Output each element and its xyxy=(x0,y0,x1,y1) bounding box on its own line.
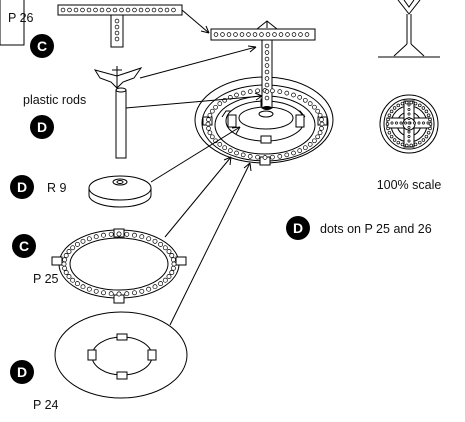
badge-p24: D xyxy=(10,360,34,384)
label-p25: P 25 xyxy=(33,272,59,286)
arrow-p25 xyxy=(164,156,232,238)
label-p24: P 24 xyxy=(33,398,59,412)
assembly-arrows xyxy=(125,9,263,326)
arrow-cap xyxy=(139,46,257,79)
badge-r9-letter: D xyxy=(17,179,27,195)
badge-r9: D xyxy=(10,175,34,199)
arrow-p26-head xyxy=(200,25,210,34)
arrow-p25-head xyxy=(223,156,232,166)
label-dots-note: dots on P 25 and 26 xyxy=(320,222,432,236)
part-plastic-rod xyxy=(115,87,127,159)
assembled-model xyxy=(194,20,334,166)
label-r9: R 9 xyxy=(47,181,67,195)
medallion-dots xyxy=(385,100,433,148)
part-rod-cap xyxy=(93,66,143,89)
part-p24-disc xyxy=(54,311,188,399)
label-plastic-rods: plastic rods xyxy=(23,93,86,107)
arrow-p26 xyxy=(181,9,210,34)
p26-dots xyxy=(60,7,176,42)
badge-plastic-rods: D xyxy=(30,115,54,139)
part-r9-base xyxy=(88,175,152,208)
arrow-r9-head xyxy=(231,126,241,135)
arrow-rod-head xyxy=(254,92,263,101)
badge-p24-letter: D xyxy=(17,364,27,380)
badge-note: D xyxy=(286,216,310,240)
arrow-r9 xyxy=(150,126,241,183)
label-p26: P 26 xyxy=(8,11,34,25)
p25-dots xyxy=(61,231,177,297)
arrow-cap-head xyxy=(247,45,257,53)
badge-note-letter: D xyxy=(293,220,303,236)
stand-detail xyxy=(378,0,440,58)
badge-p26-letter: C xyxy=(37,38,47,54)
scale-medallion xyxy=(379,94,439,154)
arrow-rod xyxy=(125,95,263,109)
frame-edge xyxy=(0,0,25,46)
badge-p26: C xyxy=(30,34,54,58)
badge-p25: C xyxy=(12,234,36,258)
label-scale: 100% scale xyxy=(377,178,442,192)
part-p26-cross xyxy=(57,4,183,48)
assembled-dots xyxy=(205,32,325,160)
arrow-p24 xyxy=(169,162,251,326)
badge-rods-letter: D xyxy=(37,119,47,135)
badge-p25-letter: C xyxy=(19,238,29,254)
part-p25-ring xyxy=(51,228,187,304)
arrow-p24-head xyxy=(243,162,252,172)
